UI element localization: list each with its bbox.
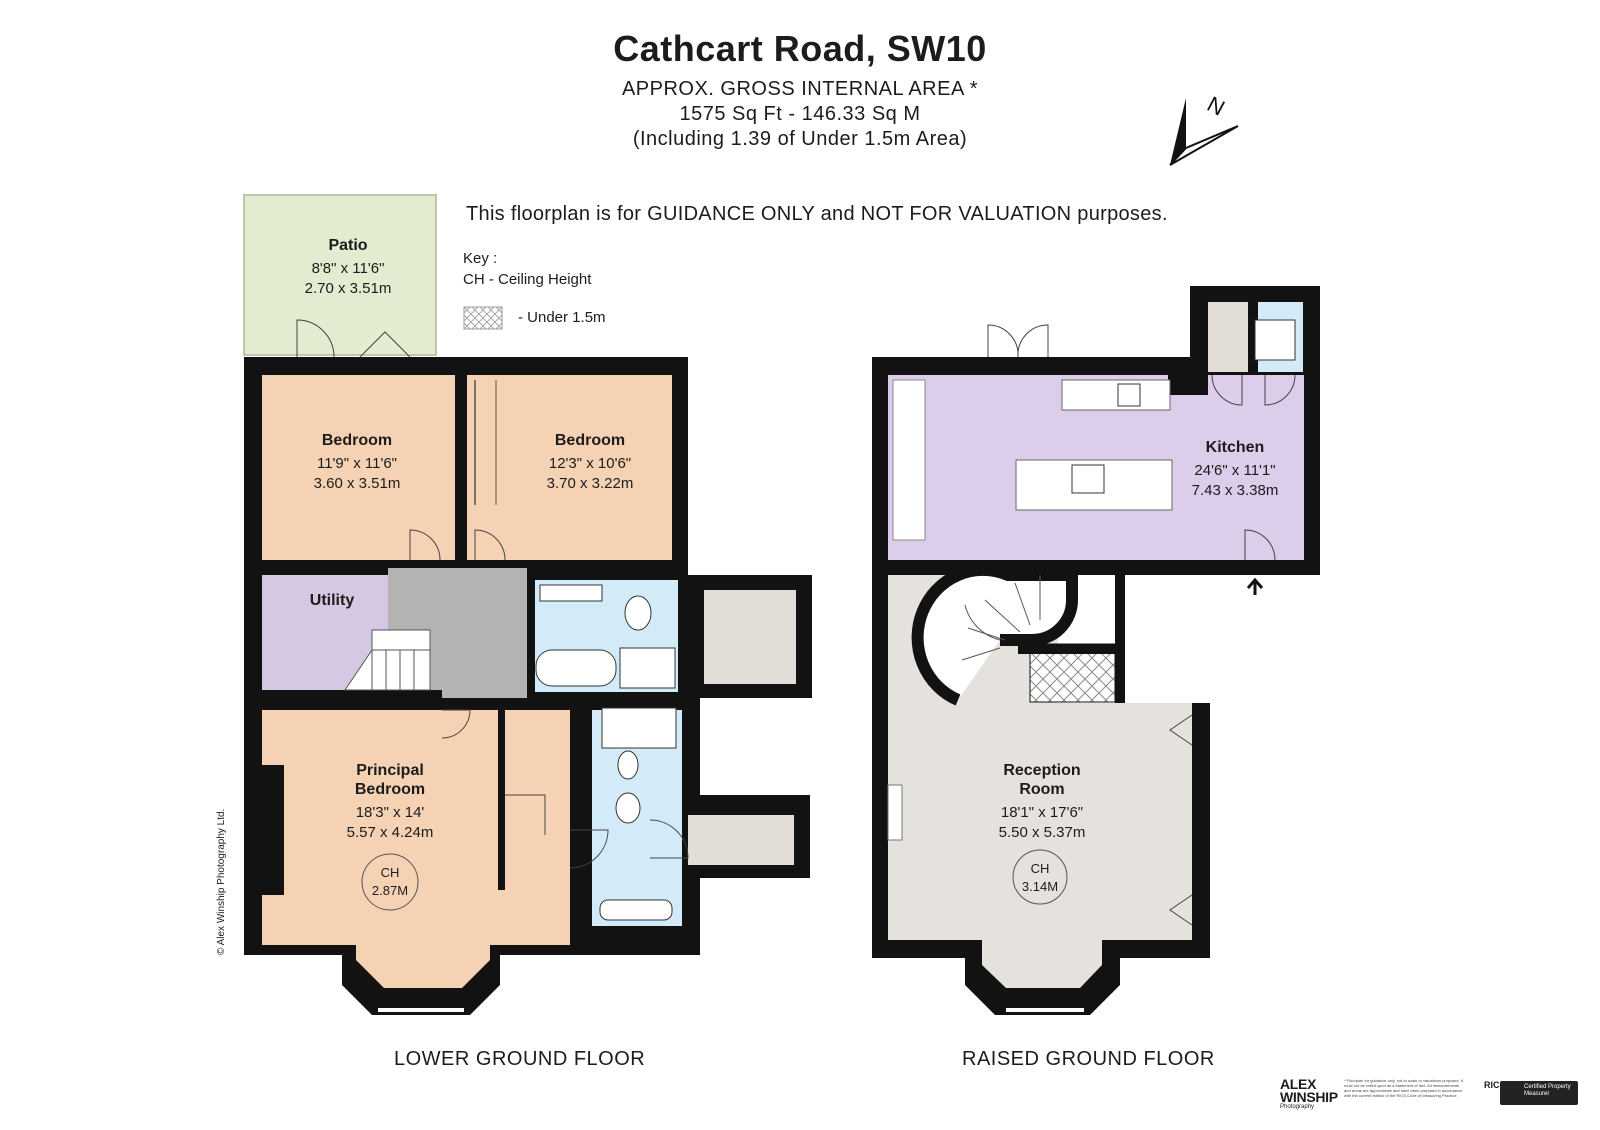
- hob-icon: [1117, 383, 1141, 407]
- bedroom-right-dims-metric: 3.70 x 3.22m: [547, 475, 634, 492]
- kitchen-dims-imperial: 24'6" x 11'1": [1194, 462, 1275, 479]
- reception-name-line2: Room: [1019, 781, 1064, 798]
- plan-title: Cathcart Road, SW10: [613, 28, 987, 69]
- fine-print: * Floorplan for guidance only, not to sc…: [1344, 1078, 1464, 1098]
- principal-bedroom-dims-metric: 5.57 x 4.24m: [347, 824, 434, 841]
- raised-ground-floor: Kitchen 24'6" x 11'1" 7.43 x 3.38m Recep…: [872, 286, 1320, 1015]
- kitchen-dims-metric: 7.43 x 3.38m: [1192, 482, 1279, 499]
- reception-ch-label: CH: [1031, 861, 1050, 876]
- copyright-notice: © Alex Winship Photography Ltd.: [216, 808, 227, 955]
- patio-name: Patio: [328, 237, 367, 254]
- hob-counter: [1061, 379, 1171, 411]
- store-area-lower: [688, 815, 794, 865]
- rics-icon: RICS: [1484, 1080, 1506, 1090]
- under-height-swatch-icon: [463, 306, 503, 330]
- utility-name: Utility: [310, 592, 355, 609]
- north-label: N: [1203, 91, 1229, 121]
- bedroom-left-dims-metric: 3.60 x 3.51m: [314, 475, 401, 492]
- logo-subtitle: Photography: [1280, 1104, 1315, 1110]
- bedroom-right-dims-imperial: 12'3" x 10'6": [549, 455, 631, 472]
- principal-bedroom-name-line2: Bedroom: [355, 781, 425, 798]
- reception-ch-value: 3.14M: [1022, 879, 1058, 894]
- store-cupboard-area: [1208, 302, 1248, 372]
- patio-dims-imperial: 8'8" x 11'6": [312, 260, 385, 277]
- bedroom-rear-right-area: [467, 375, 672, 560]
- key-ceiling-height: CH - Ceiling Height: [463, 271, 592, 288]
- reception-dims-metric: 5.50 x 5.37m: [999, 824, 1086, 841]
- principal-ch-value: 2.87M: [372, 883, 408, 898]
- raised-ground-floor-label: RAISED GROUND FLOOR: [962, 1048, 1215, 1070]
- store-area-upper: [704, 590, 796, 684]
- reception-name-line1: Reception: [1003, 762, 1080, 779]
- reception-dims-imperial: 18'1" x 17'6": [1001, 804, 1083, 821]
- disclaimer: This floorplan is for GUIDANCE ONLY and …: [466, 203, 1168, 225]
- principal-bedroom-name-line1: Principal: [356, 762, 424, 779]
- company-logo: ALEX WINSHIP: [1280, 1076, 1338, 1105]
- sink-icon: [1071, 464, 1105, 494]
- area-note: (Including 1.39 of Under 1.5m Area): [632, 128, 968, 150]
- logo-line2: WINSHIP: [1280, 1089, 1338, 1105]
- ceiling-height-marker-raised: [1012, 849, 1068, 905]
- principal-bedroom-dims-imperial: 18'3" x 14': [356, 804, 425, 821]
- bedroom-rear-left-area: [262, 375, 455, 560]
- logo-line1: ALEX: [1280, 1076, 1317, 1092]
- bedroom-left-name: Bedroom: [322, 432, 392, 449]
- principal-bedroom-area: [262, 710, 570, 988]
- area-label: APPROX. GROSS INTERNAL AREA *: [621, 78, 979, 100]
- lower-ground-floor: Patio 8'8" x 11'6" 2.70 x 3.51m Bedroom …: [243, 194, 812, 1015]
- patio-dims-metric: 2.70 x 3.51m: [305, 280, 392, 297]
- patio-area: [243, 194, 437, 356]
- area-value: 1575 Sq Ft - 146.33 Sq M: [679, 103, 921, 125]
- utility-area: [262, 575, 388, 690]
- rics-badge: Certified Property Measurer: [1500, 1081, 1578, 1105]
- bedroom-right-name: Bedroom: [555, 432, 625, 449]
- bedroom-left-dims-imperial: 11'9" x 11'6": [317, 455, 397, 472]
- north-arrow-icon: N: [1169, 91, 1239, 166]
- lower-ground-floor-label: LOWER GROUND FLOOR: [394, 1048, 646, 1070]
- wardrobe-area: [505, 710, 570, 945]
- kitchen-name: Kitchen: [1206, 439, 1265, 456]
- key-title: Key :: [463, 250, 498, 267]
- key-under-height: - Under 1.5m: [518, 309, 606, 326]
- principal-ch-label: CH: [381, 865, 400, 880]
- ceiling-height-marker: [361, 853, 419, 911]
